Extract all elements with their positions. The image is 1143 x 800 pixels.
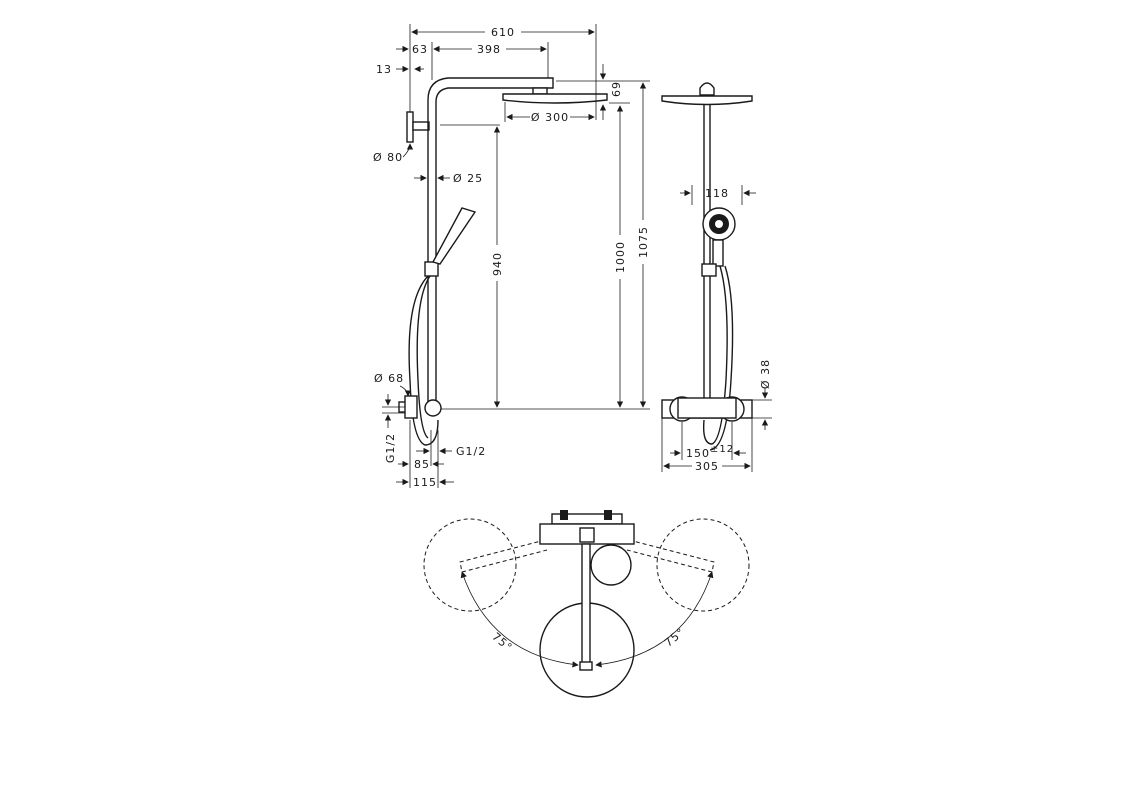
dim-1075: 1075 — [637, 226, 650, 258]
dim-115: 115 — [413, 476, 437, 489]
dim-118: 118 — [705, 187, 729, 200]
dim-pole-diameter: Ø 25 — [453, 172, 483, 185]
dim-mixer-diameter: Ø 38 — [759, 359, 772, 389]
dim-69: 69 — [609, 82, 622, 98]
top-view: 75° 75° — [423, 510, 750, 698]
dim-inlet-thread: G1/2 — [384, 433, 397, 463]
side-view: 610 63 398 13 69 Ø 300 Ø 80 Ø 25 940 100… — [373, 24, 650, 489]
slider — [424, 261, 439, 277]
dim-940: 940 — [491, 252, 504, 276]
dim-398: 398 — [477, 43, 501, 56]
shower-pole-arm — [427, 77, 554, 410]
overhead-shower-head — [502, 93, 608, 104]
dim-centres: 150±12 — [686, 444, 734, 460]
dim-1000: 1000 — [614, 241, 627, 273]
wall-flange — [406, 111, 414, 143]
angle-left: 75° — [489, 630, 515, 654]
front-view: 118 Ø 38 150±12 305 — [661, 82, 772, 473]
overhead-shower-front — [661, 95, 753, 106]
dim-flange-diameter: Ø 80 — [373, 151, 403, 164]
dim-outlet-thread: G1/2 — [456, 445, 486, 458]
swivel-range-right — [656, 518, 750, 612]
dim-85: 85 — [414, 458, 430, 471]
swivel-range-left — [423, 518, 517, 612]
angle-right: 75° — [662, 625, 688, 649]
dim-head-diameter: Ø 300 — [531, 111, 569, 124]
shower-arm-top — [581, 543, 591, 669]
dim-305: 305 — [695, 460, 719, 473]
dim-connection-diameter: Ø 68 — [374, 372, 404, 385]
dim-610: 610 — [491, 26, 515, 39]
mixer-valve — [424, 399, 442, 417]
dim-63: 63 — [412, 43, 428, 56]
dim-13: 13 — [376, 63, 392, 76]
hand-shower — [431, 207, 477, 265]
